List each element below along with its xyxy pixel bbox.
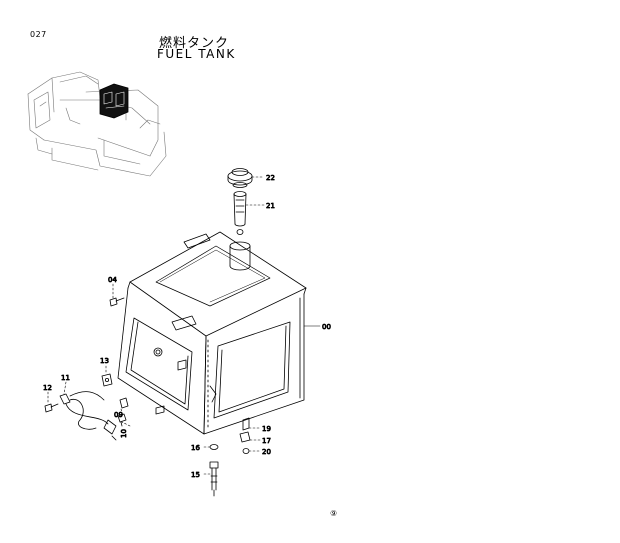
- fitting-19-17-20: [239, 417, 251, 454]
- bolt-04: [109, 297, 125, 307]
- filler-cap-22: [227, 168, 253, 188]
- part-label-04: 04: [108, 276, 117, 284]
- washer-16: [209, 444, 219, 450]
- part-label-21: 21: [266, 202, 275, 210]
- filler-neck: [229, 241, 251, 271]
- page-number: 027: [30, 30, 47, 39]
- strainer-21: [233, 191, 247, 235]
- bolt-12: [44, 403, 59, 413]
- part-label-13: 13: [100, 357, 109, 365]
- title-japanese: 燃料タンク: [159, 36, 230, 51]
- part-label-19: 19: [262, 425, 271, 433]
- bracket-13: [101, 373, 113, 387]
- part-label-09: 09: [114, 411, 123, 419]
- part-label-17: 17: [262, 437, 271, 445]
- leader-lines: [47, 176, 321, 475]
- bolt-10: [117, 413, 127, 427]
- part-label-11: 11: [61, 374, 70, 382]
- fuel-tank-body: [117, 231, 307, 435]
- sensor-harness-11: [59, 391, 117, 441]
- drain-valve-15: [209, 461, 219, 497]
- clip-09: [119, 397, 129, 409]
- part-label-22: 22: [266, 174, 275, 182]
- title-english: FUEL TANK: [157, 47, 236, 61]
- part-label-10: 10: [120, 429, 128, 438]
- part-label-00: 00: [322, 323, 331, 331]
- part-label-12: 12: [43, 384, 52, 392]
- part-label-16: 16: [191, 444, 200, 452]
- footer-mark: ⑨: [330, 509, 338, 518]
- machine-locator-illustration: [27, 71, 167, 177]
- part-label-20: 20: [262, 448, 271, 456]
- part-label-15: 15: [191, 471, 200, 479]
